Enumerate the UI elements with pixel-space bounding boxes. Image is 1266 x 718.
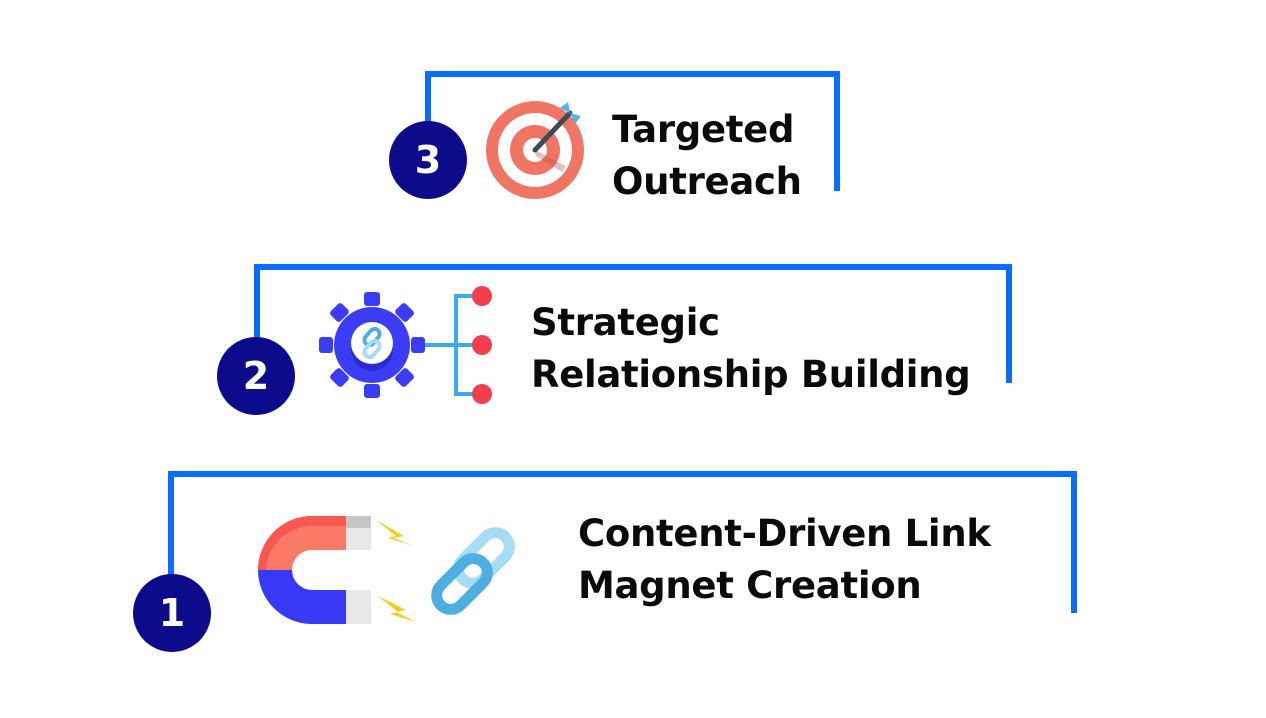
bracket-2-top: [254, 264, 1012, 270]
target-arrow-icon: [486, 101, 584, 199]
step-title-line-2: Outreach: [612, 160, 802, 203]
step-number-badge: 2: [217, 337, 295, 415]
magnet-link-icon: [258, 516, 515, 624]
step-number-badge: 3: [389, 121, 467, 199]
bracket-1-top: [168, 471, 1077, 477]
step-number-badge: 1: [133, 574, 211, 652]
bracket-2-right: [1006, 264, 1012, 383]
step-title: Content-Driven Link Magnet Creation: [578, 508, 991, 612]
step-title: Targeted Outreach: [612, 104, 802, 208]
bracket-3-left: [425, 71, 431, 131]
step-title-line-2: Relationship Building: [531, 353, 971, 396]
step-title-line-1: Targeted: [612, 108, 795, 151]
bracket-2-left: [254, 264, 260, 344]
step-title-line-2: Magnet Creation: [578, 564, 922, 607]
gear-link-network-icon: [319, 286, 492, 404]
bracket-3-right: [834, 71, 840, 191]
step-title-line-1: Strategic: [531, 301, 720, 344]
bracket-1-right: [1071, 471, 1077, 613]
bracket-3-top: [425, 71, 840, 77]
bracket-1-left: [168, 471, 174, 581]
step-title-line-1: Content-Driven Link: [578, 512, 991, 555]
step-title: Strategic Relationship Building: [531, 297, 971, 401]
